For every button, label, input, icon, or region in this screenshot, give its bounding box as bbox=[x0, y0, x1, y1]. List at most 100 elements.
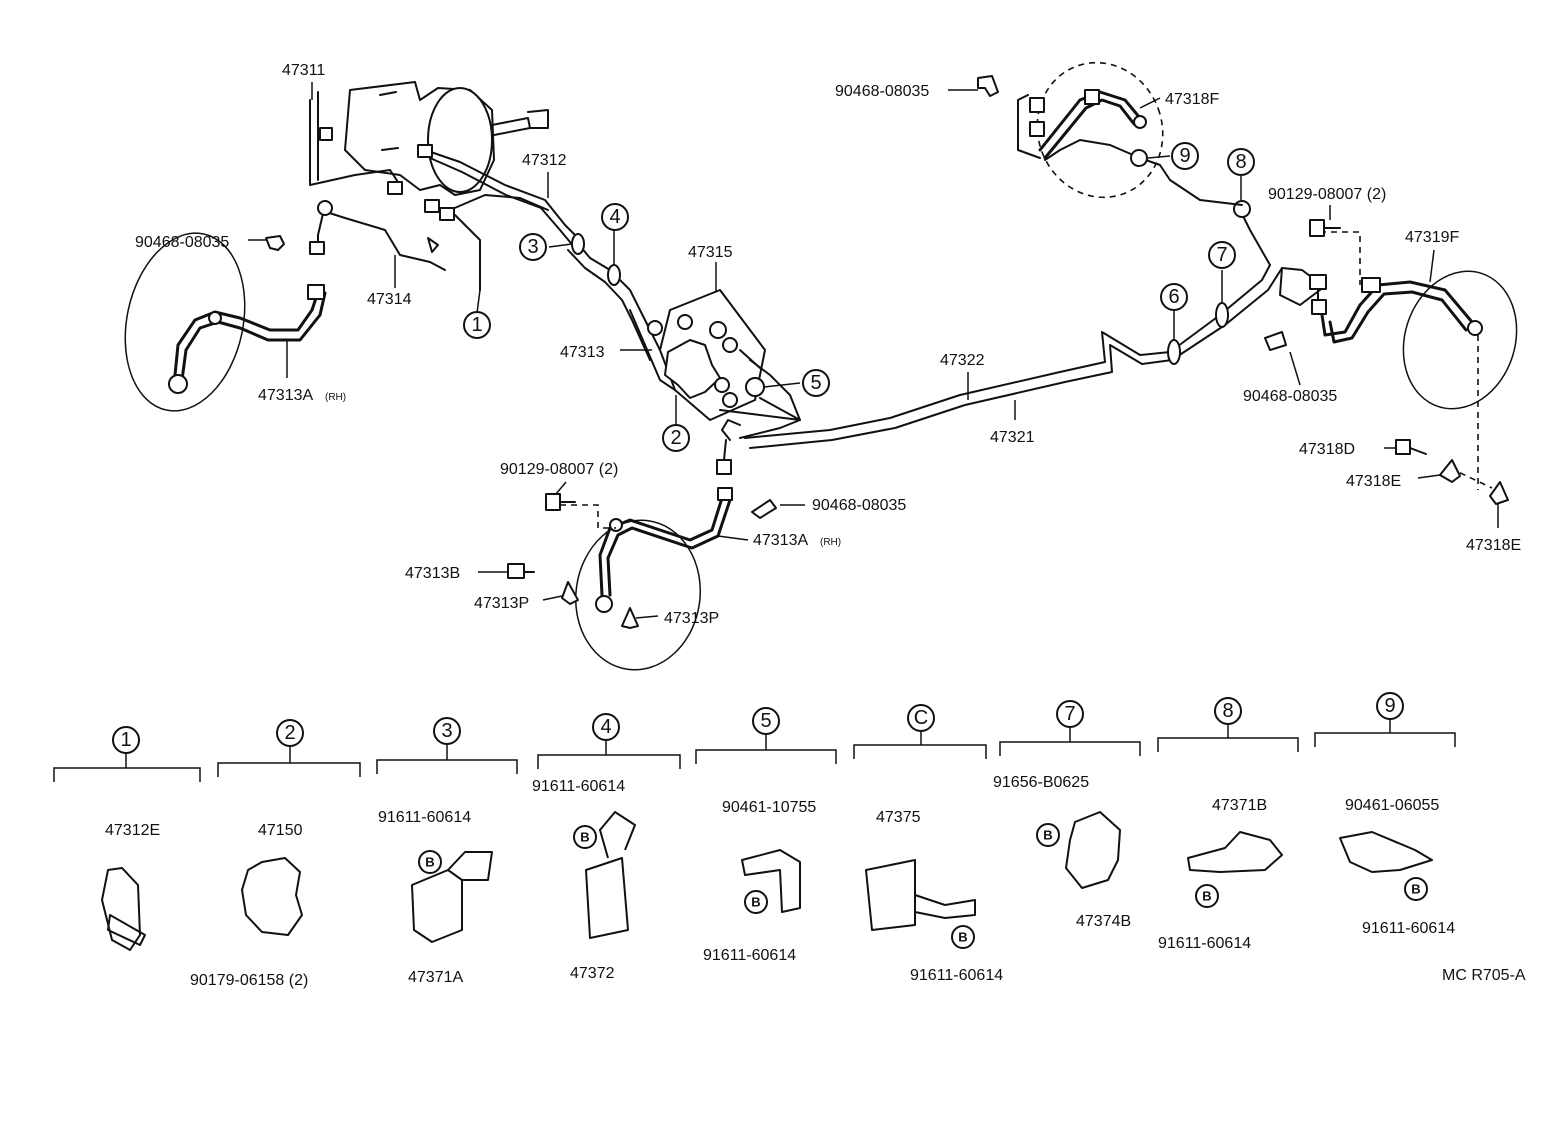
detail-bracket bbox=[695, 734, 837, 764]
bolt-b-mark bbox=[744, 890, 768, 914]
callout-9: 9 bbox=[1179, 145, 1190, 167]
label-hose-center: 47313A bbox=[753, 532, 808, 549]
detail-callout-circle bbox=[907, 704, 935, 732]
detail-callout-2: 2 bbox=[284, 722, 295, 744]
label-hose-left: 47313A bbox=[258, 387, 313, 404]
bolt-47313B-icon bbox=[507, 563, 535, 579]
detail-part-label: 47372 bbox=[570, 965, 615, 982]
detail-callout-c: C bbox=[914, 707, 928, 729]
hose-47319F bbox=[1320, 280, 1474, 337]
top-right-wheel-disc bbox=[1036, 61, 1164, 199]
detail-callout-circle bbox=[433, 717, 461, 745]
bolt-b-mark bbox=[1195, 884, 1219, 908]
detail-part-label: 47375 bbox=[876, 809, 921, 826]
detail-part-label: 91656-B0625 bbox=[993, 774, 1089, 791]
label-47321: 47321 bbox=[990, 429, 1035, 446]
label-47318E-b: 47318E bbox=[1466, 537, 1521, 554]
callout-5: 5 bbox=[810, 372, 821, 394]
label-clip-top: 90468-08035 bbox=[835, 83, 929, 100]
detail-callout-circle bbox=[276, 719, 304, 747]
bolt-b-mark-text: B bbox=[580, 830, 589, 845]
detail-callout-7: 7 bbox=[1064, 703, 1075, 725]
label-47311: 47311 bbox=[282, 62, 325, 79]
bolt-b-mark-text: B bbox=[1411, 882, 1420, 897]
part-47313P-b-icon bbox=[621, 607, 639, 629]
detail-callout-3: 3 bbox=[441, 720, 452, 742]
detail-part-clamp3-icon bbox=[411, 851, 493, 943]
label-47315: 47315 bbox=[688, 244, 733, 261]
detail-callout-1: 1 bbox=[120, 729, 131, 751]
proportioning-valve-47315 bbox=[647, 289, 766, 421]
callout-2: 2 bbox=[670, 427, 681, 449]
label-47318E-a: 47318E bbox=[1346, 473, 1401, 490]
detail-part-label: 90461-06055 bbox=[1345, 797, 1439, 814]
detail-part-bracket1-icon bbox=[101, 867, 146, 951]
label-47319F: 47319F bbox=[1405, 229, 1459, 246]
label-47313B: 47313B bbox=[405, 565, 460, 582]
detail-part-label: 47371B bbox=[1212, 797, 1267, 814]
label-47318D: 47318D bbox=[1299, 441, 1355, 458]
label-hose-left-side: (RH) bbox=[325, 392, 346, 403]
bolt-b-mark-text: B bbox=[751, 895, 760, 910]
bolt-b-mark bbox=[573, 825, 597, 849]
detail-part-bracket7-icon bbox=[1065, 811, 1121, 889]
detail-part-label: 47374B bbox=[1076, 913, 1131, 930]
label-47322: 47322 bbox=[940, 352, 985, 369]
detail-callout-circle bbox=[752, 707, 780, 735]
leader-lines bbox=[248, 82, 1499, 619]
bolt-b-mark-text: B bbox=[1043, 828, 1052, 843]
detail-part-clip5-icon bbox=[741, 849, 801, 913]
clip-left-icon bbox=[265, 235, 285, 251]
callout-3: 3 bbox=[527, 236, 538, 258]
label-clip-right: 90468-08035 bbox=[1243, 388, 1337, 405]
detail-bracket bbox=[853, 731, 987, 759]
callout-1: 1 bbox=[471, 314, 482, 336]
callout-6: 6 bbox=[1168, 286, 1179, 308]
detail-bracket bbox=[537, 740, 681, 769]
line-47312 bbox=[424, 149, 581, 241]
bolt-right-icon bbox=[1309, 219, 1341, 237]
callout-8: 8 bbox=[1235, 151, 1246, 173]
bolt-b-mark-text: B bbox=[1202, 889, 1211, 904]
detail-callout-5: 5 bbox=[760, 710, 771, 732]
brake-booster bbox=[344, 81, 549, 196]
detail-bracket bbox=[53, 753, 201, 782]
detail-callout-9: 9 bbox=[1384, 695, 1395, 717]
label-47313P-b: 47313P bbox=[664, 610, 719, 627]
clip-right-icon bbox=[1264, 331, 1287, 351]
detail-callout-circle bbox=[1056, 700, 1084, 728]
bolt-b-mark bbox=[1036, 823, 1060, 847]
line-47321 bbox=[749, 267, 1283, 449]
center-wheel-disc bbox=[574, 519, 702, 671]
detail-callout-circle bbox=[112, 726, 140, 754]
bolt-b-mark bbox=[951, 925, 975, 949]
line-47314 bbox=[319, 209, 446, 271]
detail-callout-circle bbox=[592, 713, 620, 741]
label-47313P-a: 47313P bbox=[474, 595, 529, 612]
detail-part-label: 47371A bbox=[408, 969, 463, 986]
label-47318F: 47318F bbox=[1165, 91, 1219, 108]
hose-47313A-left bbox=[173, 290, 320, 377]
detail-callout-4: 4 bbox=[600, 716, 611, 738]
bolt-47318D-icon bbox=[1395, 439, 1427, 455]
detail-group-1: 1 47312E bbox=[53, 726, 201, 951]
clip-top-icon bbox=[977, 75, 999, 97]
label-bolt-center: 90129-08007 (2) bbox=[500, 461, 618, 478]
label-clip-center: 90468-08035 bbox=[812, 497, 906, 514]
detail-callout-circle bbox=[1376, 692, 1404, 720]
detail-part-label: 47312E bbox=[105, 822, 160, 839]
detail-bracket bbox=[1157, 724, 1299, 752]
detail-callout-circle bbox=[1214, 697, 1242, 725]
bolt-b-mark bbox=[418, 850, 442, 874]
label-47313: 47313 bbox=[560, 344, 605, 361]
bolt-b-mark bbox=[1404, 877, 1428, 901]
detail-part-valve-icon bbox=[241, 857, 303, 936]
